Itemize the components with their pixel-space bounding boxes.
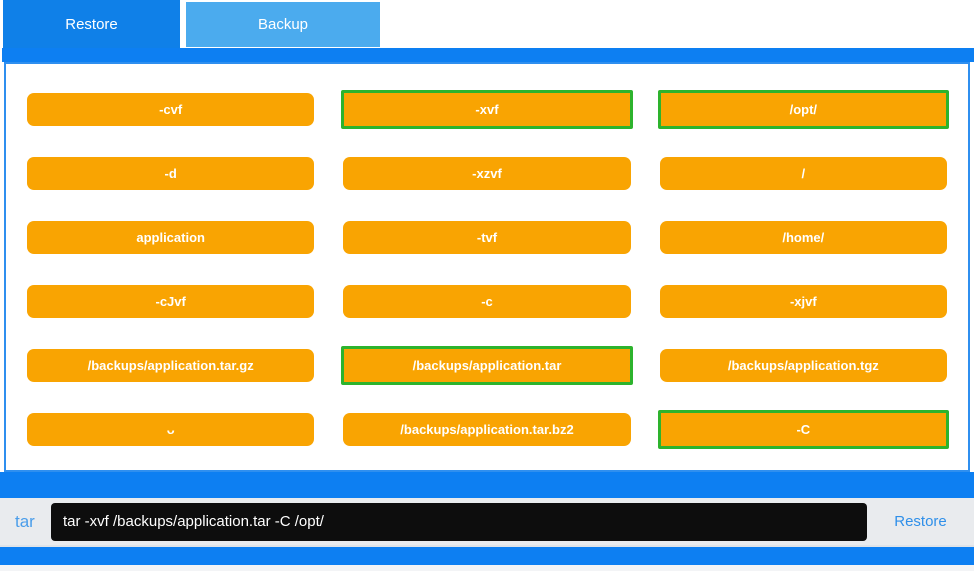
tab-restore-label: Restore [65,15,118,33]
command-input[interactable]: tar -xvf /backups/application.tar -C /op… [51,502,867,541]
option-button[interactable]: -xvf [341,90,633,129]
option-button[interactable]: -C [657,410,949,449]
option-button[interactable]: -cvf [27,93,315,126]
tab-backup-label: Backup [257,16,309,33]
option-button[interactable]: /home/ [659,221,947,254]
restore-submit-button[interactable]: Restore [894,513,947,530]
tab-restore[interactable]: Restore [3,0,180,48]
command-text: tar -xvf /backups/application.tar -C /op… [63,513,324,530]
command-bar: tar tar -xvf /backups/application.tar -C… [0,498,974,545]
bottom-blue-band [0,547,974,565]
option-button[interactable]: /backups/application.tgz [659,349,947,382]
bottom-white-strip [0,565,974,571]
tar-prefix-label: tar [15,511,35,531]
option-button[interactable]: /backups/application.tar.bz2 [343,413,631,446]
option-button[interactable]: application [27,221,315,254]
option-button[interactable]: /opt/ [657,90,949,129]
option-button[interactable]: / [659,157,947,190]
middle-divider-band [0,472,974,498]
options-grid: -cvf -xvf /opt/ -d -xzvf / application -… [27,90,949,449]
option-button[interactable]: /backups/application.tar [341,346,633,385]
tab-bar: Restore Backup [0,0,974,48]
option-button[interactable]: -c [343,285,631,318]
top-divider-band [2,48,974,62]
option-button[interactable]: ᴗ [27,413,315,446]
option-button[interactable]: -xjvf [659,285,947,318]
option-button[interactable]: -cJvf [27,285,315,318]
option-button[interactable]: /backups/application.tar.gz [27,349,315,382]
bottom-separator [0,545,974,547]
option-button[interactable]: -xzvf [343,157,631,190]
options-panel: -cvf -xvf /opt/ -d -xzvf / application -… [4,62,970,472]
option-button[interactable]: -tvf [343,221,631,254]
option-button[interactable]: -d [27,157,315,190]
tab-backup[interactable]: Backup [186,2,380,47]
